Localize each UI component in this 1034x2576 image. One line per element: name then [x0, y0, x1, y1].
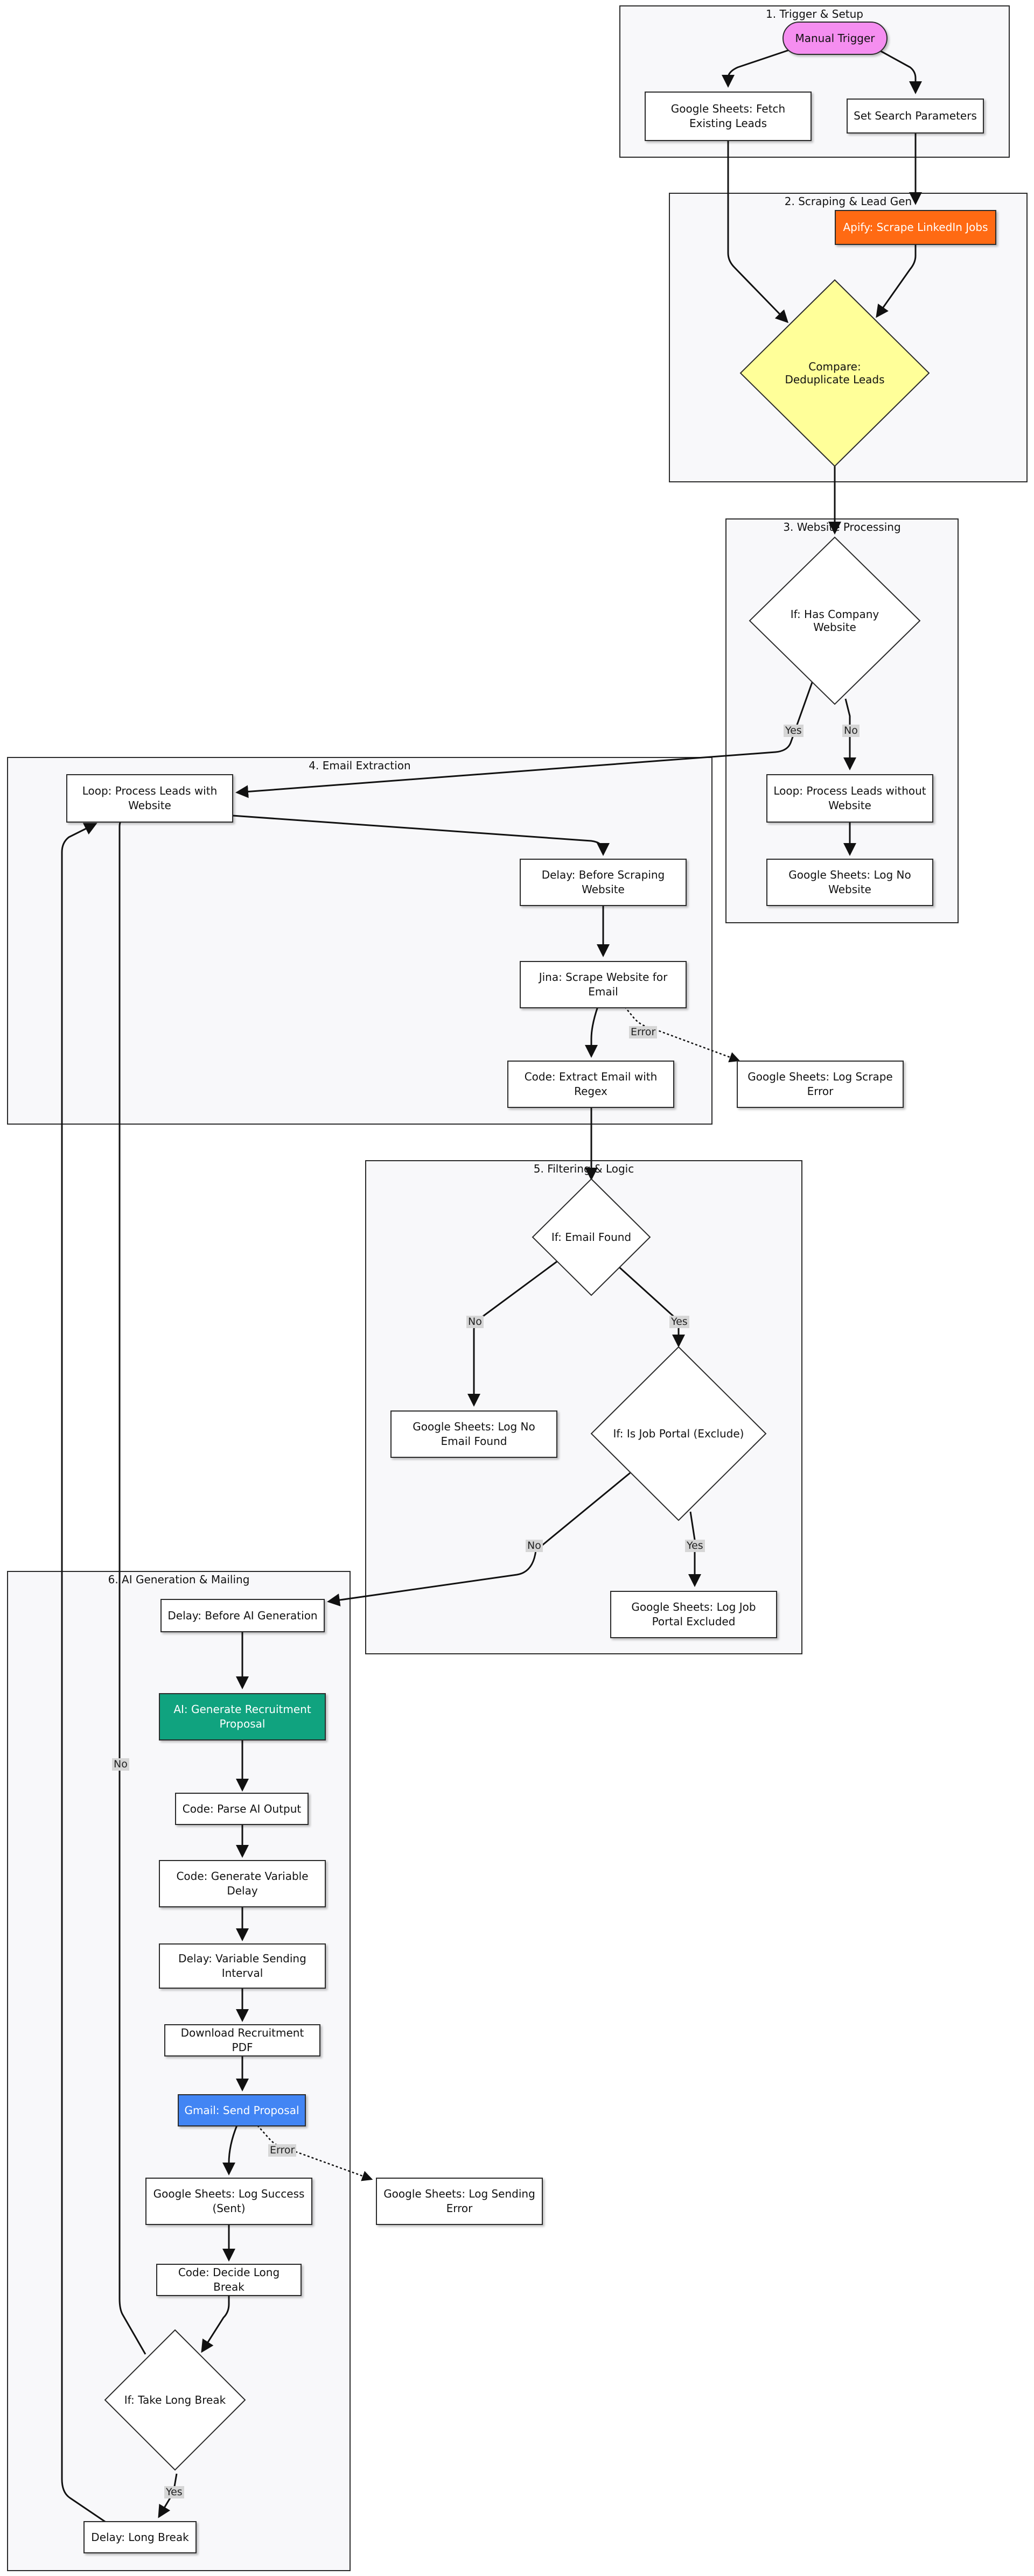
long-break-delay: Delay: Long Break — [83, 2521, 197, 2553]
ai-generate-proposal: AI: Generate Recruitment Proposal — [159, 1693, 326, 1740]
diamond-email-found — [532, 1178, 651, 1296]
edge-label-yes: Yes — [784, 725, 804, 737]
cluster-title: 2. Scraping & Lead Gen — [784, 195, 912, 208]
download-pdf: Download Recruitment PDF — [164, 2024, 320, 2056]
manual-trigger: Manual Trigger — [783, 22, 888, 55]
diamond-long-break — [104, 2329, 246, 2471]
edge-has-website-yes — [235, 679, 814, 798]
decide-long-break: Code: Decide Long Break — [156, 2264, 302, 2296]
edge-email-found-yes — [618, 1266, 685, 1347]
edge-label-yes: Yes — [164, 2486, 184, 2498]
edge-gmail-to-log-success — [222, 2125, 238, 2175]
edge-has-website-no — [843, 698, 856, 770]
edge-trigger-to-fetch — [722, 48, 791, 88]
variable-sending-interval: Delay: Variable Sending Interval — [159, 1943, 326, 1989]
generate-variable-delay: Code: Generate Variable Delay — [159, 1860, 326, 1907]
cluster-title: 4. Email Extraction — [309, 759, 411, 772]
delay-before-scraping: Delay: Before Scraping Website — [520, 859, 687, 906]
edge-label-no: No — [526, 1540, 543, 1552]
edge-decide-to-break-q — [201, 2294, 230, 2353]
email-found-label: If: Email Found — [551, 1231, 632, 1244]
edge-apify-to-compare — [876, 245, 917, 318]
edge-break-q-no-loop — [118, 795, 146, 2355]
gmail-send-proposal: Gmail: Send Proposal — [178, 2094, 306, 2126]
loop-with-website: Loop: Process Leads with Website — [66, 774, 233, 823]
edge-long-break-loop — [61, 823, 107, 2524]
edge-email-found-no — [467, 1260, 558, 1407]
search-params: Set Search Parameters — [847, 99, 984, 134]
diamond-compare — [739, 279, 930, 467]
job-portal-label: If: Is Job Portal (Exclude) — [613, 1427, 744, 1440]
edge-label-error: Error — [268, 2144, 297, 2157]
diamond-job-portal — [590, 1346, 767, 1521]
delay-before-ai: Delay: Before AI Generation — [160, 1599, 325, 1632]
log-no-email: Google Sheets: Log No Email Found — [390, 1410, 557, 1458]
edge-job-portal-no — [327, 1472, 631, 1606]
jina-scrape: Jina: Scrape Website for Email — [520, 961, 687, 1008]
edge-loop-site-to-delay — [232, 815, 610, 856]
edge-fetch-to-compare — [727, 141, 789, 324]
log-no-website: Google Sheets: Log No Website — [766, 859, 933, 906]
edge-trigger-to-params — [877, 48, 922, 94]
has-website-label: If: Has Company Website — [790, 608, 879, 634]
edge-label-no: No — [842, 725, 860, 737]
edge-jina-to-extract — [585, 1006, 599, 1058]
compare-label: Compare: Deduplicate Leads — [785, 360, 885, 386]
log-sending-error: Google Sheets: Log Sending Error — [376, 2178, 543, 2225]
cluster-title: 3. Website Processing — [783, 521, 901, 534]
fetch-leads: Google Sheets: Fetch Existing Leads — [645, 92, 812, 141]
loop-no-website: Loop: Process Leads without Website — [766, 774, 933, 823]
diamond-has-website — [749, 536, 921, 705]
edge-label-no: No — [466, 1316, 484, 1328]
cluster-title: 5. Filtering & Logic — [533, 1162, 634, 1175]
edge-label-yes: Yes — [669, 1316, 689, 1328]
log-job-portal: Google Sheets: Log Job Portal Excluded — [610, 1591, 777, 1638]
parse-ai-output: Code: Parse AI Output — [175, 1793, 309, 1825]
cluster-title: 1. Trigger & Setup — [766, 8, 863, 20]
edge-label-yes: Yes — [685, 1540, 705, 1552]
long-break-label: If: Take Long Break — [124, 2393, 226, 2406]
apify-scrape: Apify: Scrape LinkedIn Jobs — [835, 210, 996, 245]
edge-label-error: Error — [629, 1026, 658, 1038]
cluster-title: 6. AI Generation & Mailing — [108, 1573, 250, 1586]
extract-email: Code: Extract Email with Regex — [507, 1061, 674, 1108]
edge-label-no: No — [112, 1758, 129, 1771]
log-scrape-error: Google Sheets: Log Scrape Error — [737, 1061, 904, 1108]
log-success: Google Sheets: Log Success (Sent) — [145, 2178, 312, 2225]
